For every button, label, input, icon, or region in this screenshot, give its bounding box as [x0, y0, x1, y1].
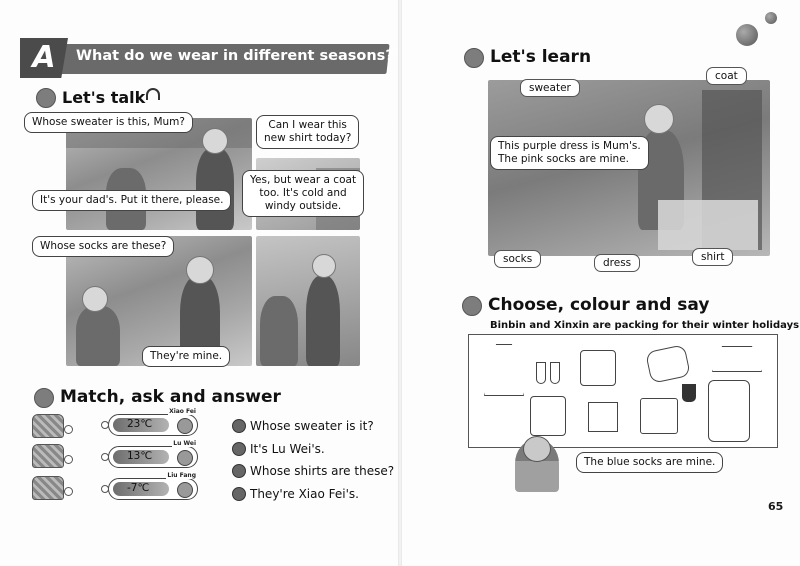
match-heading: Match, ask and answer [60, 387, 281, 407]
vocab-label-dress: dress [594, 254, 641, 272]
sweater-icon [32, 414, 73, 438]
socks-icon [550, 362, 560, 384]
child-name: Lu Wei [172, 440, 197, 447]
speech-bubble: This purple dress is Mum's. The pink soc… [490, 136, 649, 170]
section-a-banner: A What do we wear in different seasons? [20, 38, 394, 82]
speech-bubble-line: too. It's cold and [259, 187, 347, 199]
lets-learn-heading: Let's learn [490, 47, 592, 67]
speech-bubble-line: Can I wear this [268, 119, 347, 131]
coat-icon [708, 380, 750, 442]
child-name: Xiao Fei [168, 408, 197, 415]
temperature-card: 13℃ Lu Wei [101, 440, 198, 468]
speech-bubble-line: windy outside. [264, 200, 342, 212]
vocab-label-sweater: sweater [520, 79, 580, 97]
speech-bubble: Yes, but wear a coat too. It's cold and … [242, 170, 365, 217]
temperature-card: -7℃ Liu Fang [101, 472, 198, 500]
lets-talk-heading: Let's talk [62, 88, 146, 107]
qa-line: It's Lu Wei's. [250, 442, 325, 456]
speech-bubble: They're mine. [142, 346, 231, 367]
decorative-ball [736, 24, 758, 46]
shorts-icon [588, 402, 618, 432]
child-name: Liu Fang [166, 472, 197, 479]
talk-scene-3 [66, 236, 252, 366]
talk-scene-1 [66, 118, 252, 230]
qa-line: Whose sweater is it? [250, 419, 374, 433]
temperature-value: 13℃ [127, 450, 153, 462]
choose-instruction: Binbin and Xinxin are packing for their … [490, 320, 800, 331]
sweater-icon [32, 444, 73, 468]
choose-heading: Choose, colour and say [488, 295, 710, 315]
avatar [232, 419, 246, 433]
speech-bubble-line: Yes, but wear a coat [250, 174, 357, 186]
speech-bubble: Whose socks are these? [32, 236, 175, 257]
vocab-label-coat: coat [706, 67, 747, 85]
book-gutter [398, 0, 402, 566]
tshirt-icon [640, 398, 678, 434]
section-letter: A [32, 40, 56, 75]
avatar [177, 450, 193, 466]
socks-icon [682, 384, 696, 402]
speech-bubble-line: This purple dress is Mum's. [498, 140, 641, 152]
decorative-ball [765, 12, 777, 24]
avatar [232, 487, 246, 501]
socks-icon [536, 362, 546, 384]
speech-bubble-line: The pink socks are mine. [498, 153, 629, 165]
speech-bubble-line: new shirt today? [264, 132, 352, 144]
avatar [232, 464, 246, 478]
vocab-label-socks: socks [494, 250, 542, 268]
speech-bubble: Whose sweater is this, Mum? [24, 112, 193, 133]
section-dot-icon [462, 296, 482, 316]
avatar [232, 442, 246, 456]
section-dot-icon [36, 88, 56, 108]
avatar [177, 418, 193, 434]
section-title: What do we wear in different seasons? [76, 48, 394, 64]
temperature-value: 23℃ [127, 418, 153, 430]
talk-scene-4 [256, 236, 360, 366]
qa-line: Whose shirts are these? [250, 464, 395, 478]
shirt-icon [530, 396, 566, 436]
vocab-label-shirt: shirt [692, 248, 734, 266]
speech-bubble: It's your dad's. Put it there, please. [32, 190, 232, 211]
temperature-card: 23℃ Xiao Fei [101, 408, 198, 436]
sweater-icon [32, 476, 73, 500]
temperature-value: -7℃ [127, 482, 150, 494]
headphones-icon [146, 88, 160, 100]
shirt-icon [580, 350, 616, 386]
page-number: 65 [768, 500, 784, 513]
qa-line: They're Xiao Fei's. [250, 487, 359, 501]
speech-bubble: The blue socks are mine. [576, 452, 724, 473]
avatar [523, 436, 551, 462]
section-dot-icon [464, 48, 484, 68]
speech-bubble: Can I wear this new shirt today? [256, 115, 360, 149]
section-dot-icon [34, 388, 54, 408]
avatar [177, 482, 193, 498]
